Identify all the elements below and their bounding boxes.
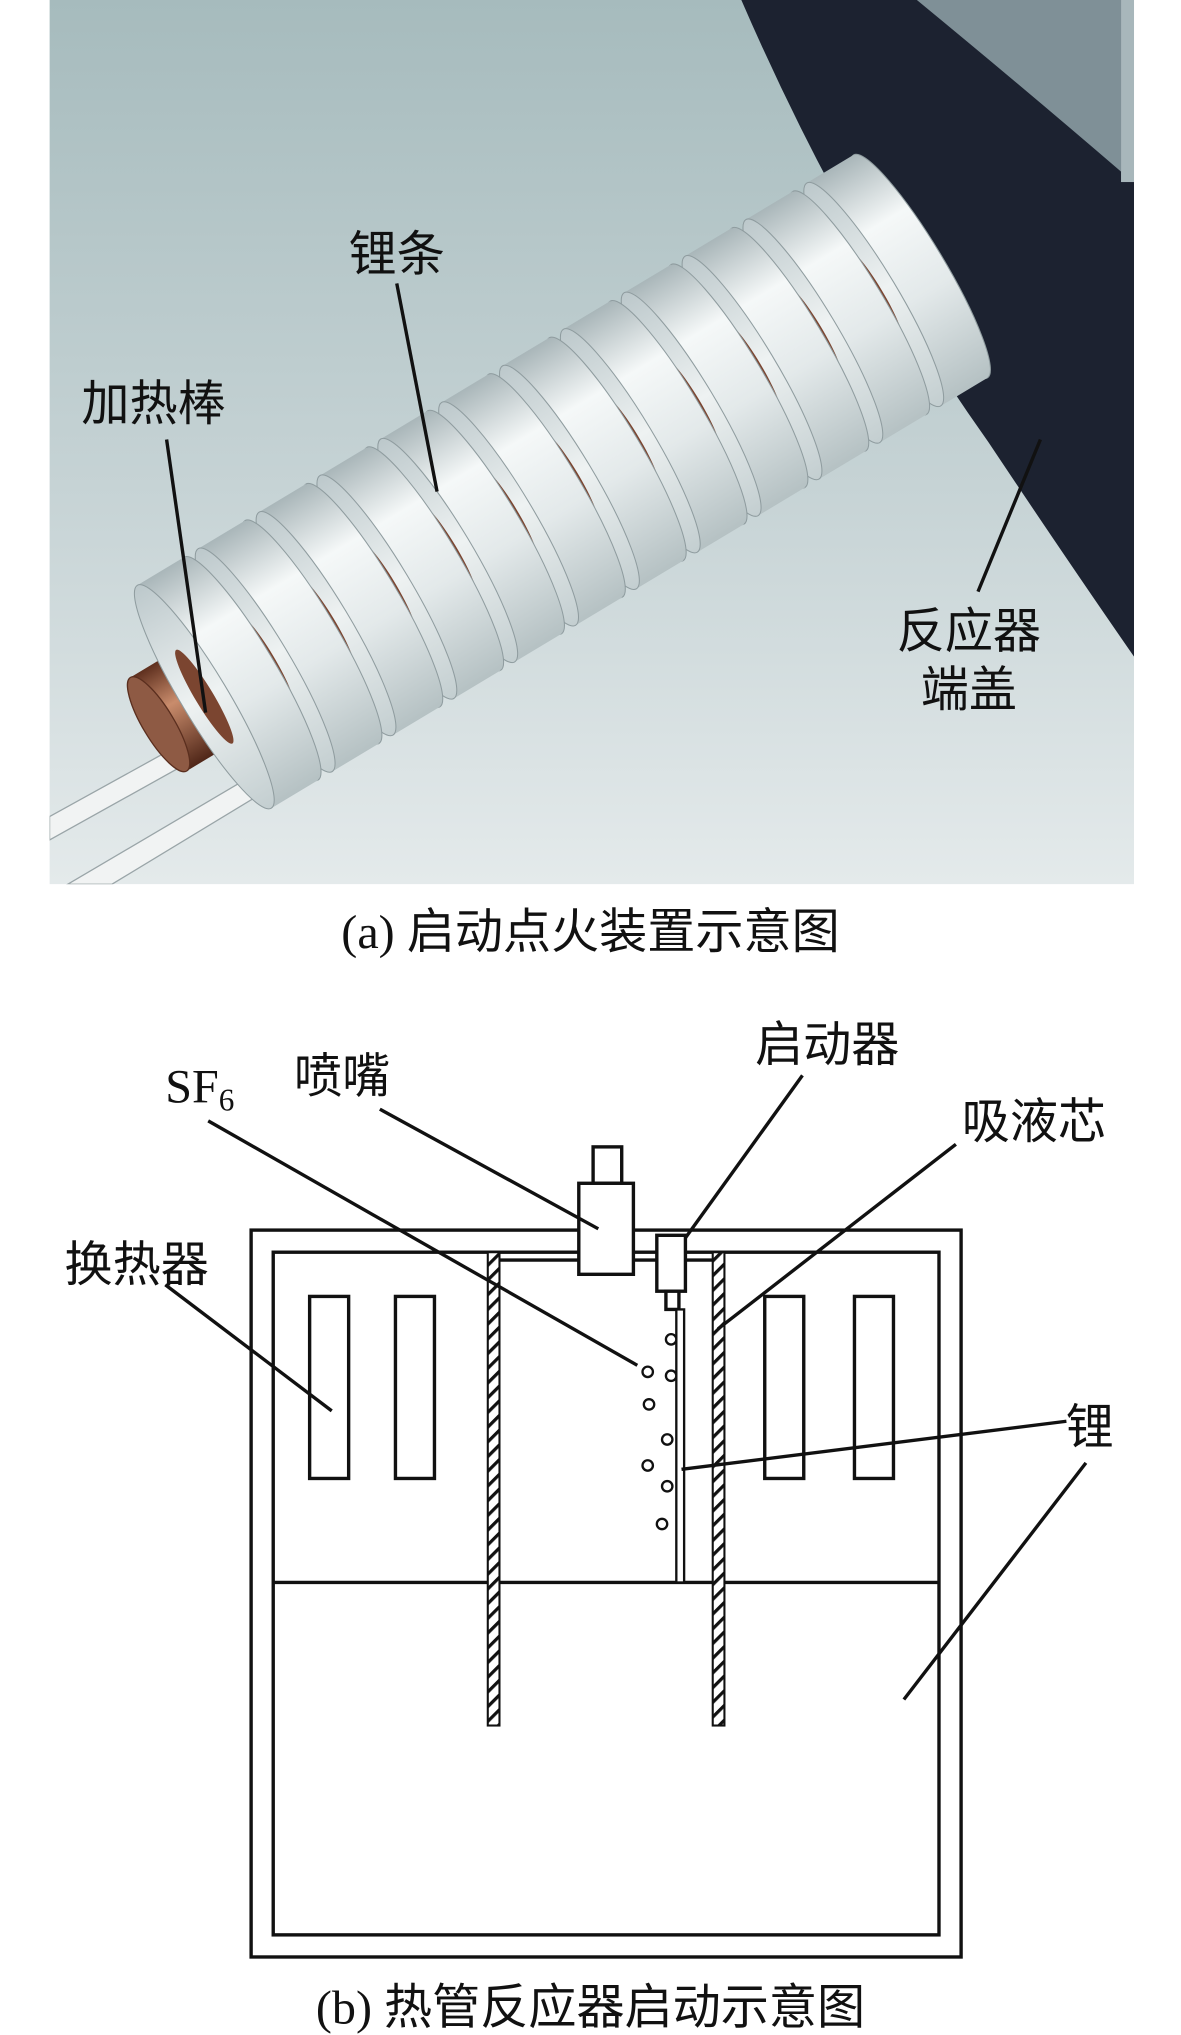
coil-ring-surface: [137, 557, 319, 809]
coil-ring-surface: [259, 484, 440, 736]
sf6-bubble: [641, 1365, 655, 1379]
label-heating-rod: 加热棒: [81, 376, 225, 432]
coil-ring-surface: [745, 191, 927, 443]
label-reactor-end-cap-line2: 端盖: [921, 662, 1017, 718]
label-starter: 启动器: [755, 1017, 899, 1073]
leader-sf6: [207, 1119, 639, 1367]
sf6-bubble: [664, 1332, 678, 1346]
sf6-bubble: [660, 1433, 674, 1446]
leader-heat-exchanger: [164, 1283, 333, 1413]
leader-heating-rod: [164, 439, 208, 713]
leader-starter: [684, 1074, 804, 1239]
coil-ring-surface: [441, 374, 623, 626]
wick-left: [486, 1251, 501, 1727]
nozzle-body: [577, 1181, 636, 1277]
coil-ring-surface: [198, 520, 379, 772]
leader-lithium-pool: [902, 1461, 1088, 1701]
starter-body: [655, 1233, 688, 1293]
wick-right: [711, 1251, 726, 1727]
coil-ring-surface: [563, 301, 745, 553]
leader-nozzle: [379, 1107, 600, 1231]
heating-rod-end: [126, 676, 191, 773]
coil-ring-surface: [685, 228, 866, 480]
coil-ring-surface: [806, 154, 988, 406]
heat-exchanger-tube: [852, 1294, 896, 1481]
reactor-end-cap-edge: [1121, 0, 1135, 183]
leader-reactor-end-cap: [976, 438, 1042, 593]
leader-lithium-rod: [681, 1419, 1067, 1472]
label-reactor-end-cap-line1: 反应器: [897, 604, 1041, 660]
label-lithium: 锂: [1066, 1399, 1114, 1455]
sf6-bubble: [660, 1479, 674, 1493]
label-wick: 吸液芯: [962, 1094, 1106, 1150]
reactor-end-cap-rim: [916, 0, 1122, 172]
nozzle-pipe: [591, 1145, 624, 1185]
lithium-strip-coil: [133, 153, 991, 810]
label-heat-exchanger: 换热器: [65, 1237, 209, 1293]
coil-ring-surface: [319, 447, 501, 699]
heat-exchanger-tube: [393, 1294, 437, 1481]
label-nozzle: 喷嘴: [294, 1048, 390, 1104]
sf6-bubble: [641, 1459, 655, 1472]
label-lithium-strip: 锂条: [349, 226, 445, 282]
starter-tip: [664, 1289, 681, 1312]
reactor-outer-wall: [249, 1228, 963, 1959]
panel-b-schematic: [249, 1145, 963, 1959]
leader-lithium-strip: [395, 283, 439, 492]
panel-a-render: [49, 0, 1135, 885]
coil-ring-surface: [624, 264, 805, 516]
sf6-bubble: [655, 1517, 669, 1531]
coil-ring-surface: [502, 337, 684, 589]
coil-ring-surface: [380, 410, 562, 662]
caption-panel-a: (a) 启动点火装置示意图: [341, 906, 839, 959]
sf6-bubble: [642, 1397, 656, 1411]
heat-exchanger-tube: [307, 1294, 351, 1481]
lithium-rod: [675, 1308, 686, 1584]
caption-panel-b: (b) 热管反应器启动示意图: [316, 1981, 865, 2034]
label-sf6: SF6: [165, 1061, 234, 1118]
leader-wick: [716, 1142, 957, 1331]
heat-exchanger-tube: [763, 1294, 806, 1481]
label-sf6-subscript: 6: [219, 1082, 235, 1117]
sf6-bubble: [664, 1369, 678, 1383]
label-sf6-main: SF: [165, 1061, 219, 1114]
coil-assembly: [126, 153, 991, 810]
